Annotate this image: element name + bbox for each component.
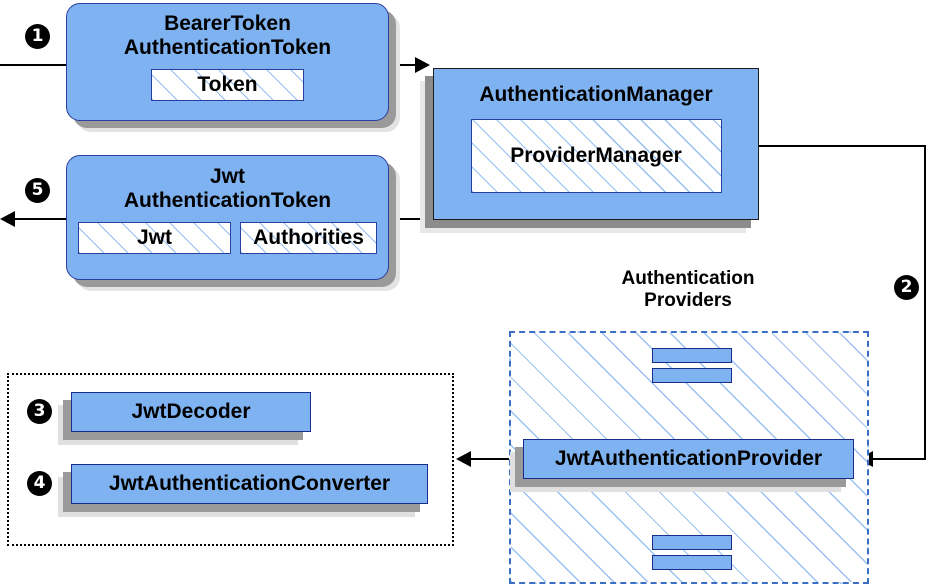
provider-stub-top-1 [652, 348, 732, 363]
arrowhead-step-5 [0, 211, 15, 227]
node-bearer-token-line1: BearerToken [164, 12, 291, 35]
badge-step-1: 1 [25, 24, 50, 49]
node-jwt-authentication-converter[interactable]: JwtAuthenticationConverter [71, 464, 428, 504]
node-authentication-manager-title: AuthenticationManager [479, 83, 713, 106]
badge-step-3-label: 3 [33, 401, 46, 421]
badge-step-1-label: 1 [31, 26, 44, 46]
connector-step-2-bottom [872, 458, 926, 460]
provider-stub-bottom-1 [652, 535, 732, 550]
badge-step-2: 2 [894, 275, 919, 300]
compartment-provider-manager: ProviderManager [470, 118, 722, 193]
arrowhead-to-manager [415, 57, 430, 73]
node-jwt-decoder-label: JwtDecoder [131, 400, 251, 424]
badge-step-5: 5 [25, 178, 50, 203]
node-jwt-decoder[interactable]: JwtDecoder [71, 392, 311, 432]
node-jwt-authentication-provider[interactable]: JwtAuthenticationProvider [523, 439, 854, 479]
node-jwt-authentication-token[interactable]: Jwt AuthenticationToken Jwt Authorities [66, 155, 389, 280]
authentication-providers-label-line1: Authentication [621, 268, 755, 289]
connector-bearer-to-manager [389, 64, 422, 66]
node-authentication-manager[interactable]: AuthenticationManager ProviderManager [433, 68, 759, 220]
authentication-providers-label: Authentication Providers [588, 268, 788, 312]
badge-step-4: 4 [27, 471, 52, 496]
node-jwt-authentication-provider-label: JwtAuthenticationProvider [554, 447, 823, 471]
compartment-authorities-label: Authorities [253, 226, 364, 250]
provider-stub-bottom-2 [652, 555, 732, 570]
compartment-token-label: Token [197, 73, 258, 97]
node-jwt-token-line2: AuthenticationToken [123, 188, 332, 212]
jwt-token-compartment-row: Jwt Authorities [78, 222, 377, 255]
node-bearer-token-line2: AuthenticationToken [123, 35, 332, 59]
compartment-provider-manager-label: ProviderManager [510, 143, 682, 167]
connector-provider-to-support [470, 458, 522, 460]
connector-step-1 [0, 64, 70, 66]
connector-step-5 [14, 218, 70, 220]
node-jwt-token-line1: Jwt [209, 165, 245, 188]
node-jwt-authentication-converter-label: JwtAuthenticationConverter [108, 472, 391, 496]
compartment-jwt-label: Jwt [136, 226, 172, 250]
badge-step-3: 3 [27, 399, 52, 424]
support-components-container [7, 373, 454, 546]
connector-step-2-right [924, 145, 926, 459]
provider-stub-top-2 [652, 368, 732, 383]
compartment-jwt: Jwt [78, 222, 231, 255]
authentication-providers-label-line2: Providers [644, 289, 732, 311]
arrowhead-provider-to-support [456, 451, 471, 467]
connector-manager-to-jwt-token [384, 218, 433, 220]
compartment-authorities: Authorities [240, 222, 377, 255]
badge-step-2-label: 2 [900, 277, 913, 297]
node-bearer-token-authentication-token[interactable]: BearerToken AuthenticationToken Token [66, 3, 389, 121]
connector-step-2-top [759, 145, 926, 147]
badge-step-4-label: 4 [33, 473, 46, 493]
badge-step-5-label: 5 [31, 180, 44, 200]
compartment-token: Token [151, 69, 304, 102]
